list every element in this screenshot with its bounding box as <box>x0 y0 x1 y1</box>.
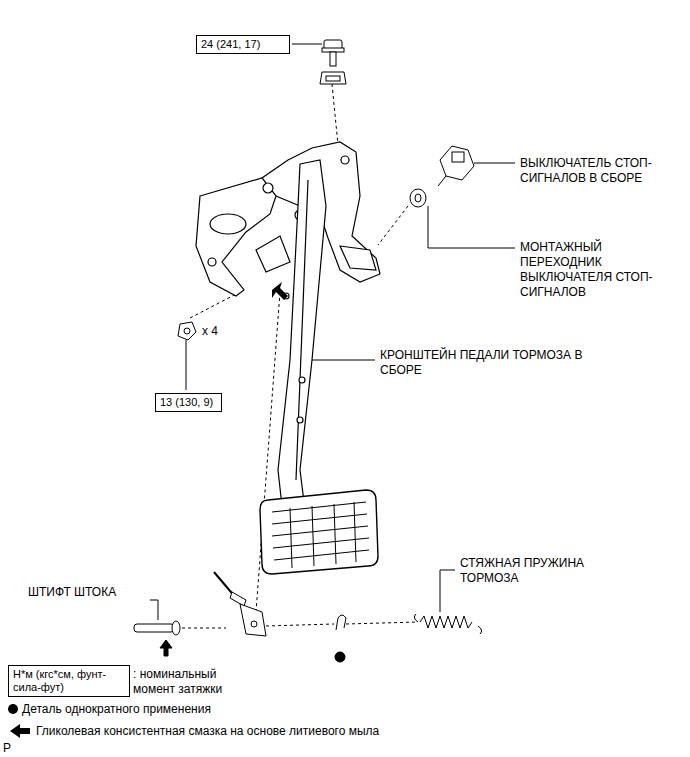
push-rod-clevis <box>214 572 266 636</box>
box-text: 13 (130, 9) <box>160 396 213 408</box>
mounting-bolt <box>320 40 346 84</box>
legend-entry: Гликолевая консистентная смазка на основ… <box>36 724 436 739</box>
label-text: МОНТАЖНЫЙ ПЕРЕХОДНИК ВЫКЛЮЧАТЕЛЯ СТОП-СИ… <box>520 240 653 299</box>
label-text: КРОНШТЕЙН ПЕДАЛИ ТОРМОЗА В СБОРЕ <box>380 348 582 377</box>
pedal-bracket <box>196 142 380 296</box>
label-text: x 4 <box>202 324 218 338</box>
return-spring <box>414 614 481 634</box>
stop-light-switch <box>410 146 474 207</box>
nut-x4 <box>178 322 196 340</box>
legend-text: Гликолевая консистентная смазка на основ… <box>36 724 379 738</box>
torque-spec-box: 24 (241, 17) <box>196 35 290 54</box>
part-name: ШТИФТ ШТОКА <box>28 585 148 600</box>
part-name: ВЫКЛЮЧАТЕЛЬ СТОП-СИГНАЛОВ В СБОРЕ <box>520 156 685 186</box>
leader-lines <box>150 44 515 620</box>
legend-note: : номинальный момент затяжки <box>133 667 253 697</box>
label-text: P <box>3 741 11 755</box>
label-text: : номинальный момент затяжки <box>133 667 222 696</box>
part-name: СТЯЖНАЯ ПРУЖИНА ТОРМОЗА <box>460 556 600 586</box>
figure-code: P <box>3 741 23 756</box>
label-text: ШТИФТ ШТОКА <box>28 585 116 599</box>
clip <box>335 615 346 662</box>
part-name: МОНТАЖНЫЙ ПЕРЕХОДНИК ВЫКЛЮЧАТЕЛЯ СТОП-СИ… <box>520 240 672 300</box>
part-name: КРОНШТЕЙН ПЕДАЛИ ТОРМОЗА В СБОРЕ <box>380 348 595 378</box>
legend-text: Деталь однократного применения <box>22 702 211 716</box>
legend-entry: Деталь однократного применения <box>22 702 322 717</box>
legend-torque-box: Н*м (кгс*см, фунт-сила-фут) <box>8 665 130 697</box>
label-text: СТЯЖНАЯ ПРУЖИНА ТОРМОЗА <box>460 556 584 585</box>
pedal-arm <box>278 160 326 506</box>
box-text: 24 (241, 17) <box>201 38 260 50</box>
box-text: Н*м (кгс*см, фунт-сила-фут) <box>13 668 106 693</box>
quantity: x 4 <box>202 324 242 339</box>
lubricant-arrow <box>272 282 288 300</box>
label-text: ВЫКЛЮЧАТЕЛЬ СТОП-СИГНАЛОВ В СБОРЕ <box>520 156 652 185</box>
pedal-pad <box>260 490 378 574</box>
torque-spec-box: 13 (130, 9) <box>155 393 222 412</box>
push-rod-pin <box>134 621 180 656</box>
